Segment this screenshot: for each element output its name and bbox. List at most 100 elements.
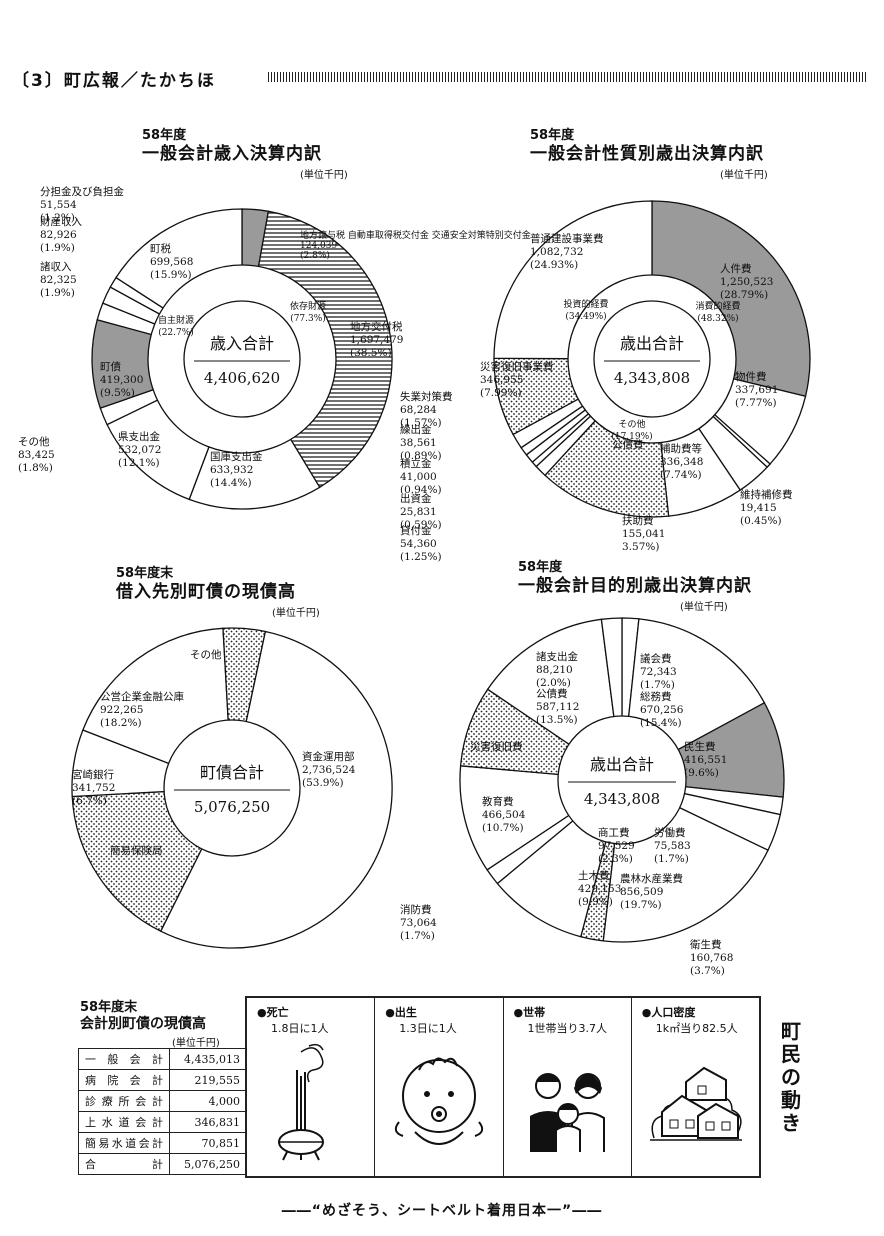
pie0-group-label-0: 依存財源 xyxy=(290,300,326,312)
table-row-value: 346,831 xyxy=(169,1111,247,1133)
table-row-name: 合計 xyxy=(78,1153,170,1175)
pie1-slice-0-label-0: 人件費 xyxy=(720,262,752,275)
pie3-slice-9-label-2: (10.7%) xyxy=(482,822,524,834)
pie1-slice-8-label-0: 積立金 xyxy=(400,457,432,470)
table-row-value: 4,435,013 xyxy=(169,1048,247,1070)
revenue-title: 一般会計歳入決算内訳 xyxy=(142,144,322,165)
pie3-slice-3-label-0: 労働費 xyxy=(654,826,686,839)
pie3-slice-4-label-0: 衛生費 xyxy=(690,938,722,951)
pie3-slice-2-label-2: (9.6%) xyxy=(684,767,719,779)
pie0-slice-3-label-1: 532,072 xyxy=(118,444,161,456)
header-rule xyxy=(268,72,868,82)
baby-icon xyxy=(395,1057,484,1145)
pie1-slice-8-label-1: 41,000 xyxy=(400,471,437,483)
pie1-group-value-0: (48.32%) xyxy=(697,313,738,324)
pie3-slice-4-label-2: (3.7%) xyxy=(690,965,725,977)
pie3-slice-0-label-1: 72,343 xyxy=(640,666,677,678)
pie3-total: 4,343,808 xyxy=(584,790,660,808)
pie3-slice-1-label-0: 総務費 xyxy=(640,690,672,703)
pie2-slice-0-label-0: 資金運用部 xyxy=(302,750,355,763)
pie3-slice-7-label-1: 429,153 xyxy=(578,883,621,895)
stat-birth-category: ●出生 xyxy=(385,1006,417,1019)
revenue-unit: (単位千円) xyxy=(300,170,348,181)
pie1-group-label-0: 消費的経費 xyxy=(695,300,740,312)
pie1-slice-1-label-2: (7.77%) xyxy=(735,397,777,409)
pie1-group-label-2: その他 xyxy=(618,418,645,430)
pie0-group-value-0: (77.3%) xyxy=(290,313,326,324)
pie1-slice-7-label-2: (0.59%) xyxy=(400,519,442,531)
pie1-group-value-2: (17.19%) xyxy=(611,431,652,442)
pie2-slice-2-label-2: (6.7%) xyxy=(72,795,107,807)
pie0-slice-7-label-2: (1.9%) xyxy=(40,242,75,254)
exp-purpose-title-block: 58年度 一般会計目的別歳出決算内訳 xyxy=(518,560,752,598)
pie1-slice-4-label-0: 補助費等 xyxy=(660,442,702,455)
pie1-slice-11-label-0: 災害復旧事業費 xyxy=(480,360,554,373)
stat-birth: ●出生 1.3日に1人 xyxy=(375,998,504,1176)
pie2-slice-2-label-0: 宮崎銀行 xyxy=(72,768,114,781)
pie2-slice-0-label-1: 2,736,524 xyxy=(302,764,356,776)
pie1-slice-3-label-1: 155,041 xyxy=(622,528,665,540)
pie1-slice-0-label-1: 1,250,523 xyxy=(720,276,773,288)
houses-icon xyxy=(649,1066,742,1141)
pie0-slice-0-label-1: 124,039 xyxy=(300,241,337,251)
pie1-slice-4-label-2: (7.74%) xyxy=(660,469,702,481)
pie2-slice-3-label-0: 公営企業金融公庫 xyxy=(100,690,184,703)
stat-household: ●世帯 1世帯当り3.7人 xyxy=(504,998,632,1176)
pie3-slice-0-label-2: (1.7%) xyxy=(640,679,675,691)
pie0-center xyxy=(183,300,301,418)
stat-household-category: ●世帯 xyxy=(513,1006,546,1019)
debt-table-unit: (単位千円) xyxy=(172,1038,220,1049)
pie1-slice-3-label-0: 扶助費 xyxy=(622,514,654,527)
pie1-slice-0-label-2: (28.79%) xyxy=(720,289,768,301)
debt-title: 借入先別町債の現債高 xyxy=(116,582,296,603)
pie1-total: 4,343,808 xyxy=(614,369,690,387)
pie0-slice-5-label-1: 419,300 xyxy=(100,374,143,386)
pie1-slice-10-label-1: 68,284 xyxy=(400,404,437,416)
pie0-slice-3-label-0: 県支出金 xyxy=(118,430,160,443)
pie3-slice-9-label-0: 教育費 xyxy=(482,795,514,808)
pie1-slice-5-label-0: 公債費 xyxy=(612,438,644,451)
pie0-slice-4-label-0: その他 xyxy=(18,435,50,448)
stat-death: ●死亡 1.8日に1人 xyxy=(247,998,376,1176)
pie3-slice-0-label-0: 議会費 xyxy=(640,652,672,665)
pie3-slice-2-label-0: 民生費 xyxy=(684,740,716,753)
pie3-slice-11-label-2: (13.5%) xyxy=(536,714,578,726)
pie3-slice-1-label-1: 670,256 xyxy=(640,704,684,716)
pie2-slice-3-label-1: 922,265 xyxy=(100,704,143,716)
pie1-slice-9-label-1: 38,561 xyxy=(400,437,437,449)
exp-nature-title-block: 58年度 一般会計性質別歳出決算内訳 xyxy=(530,128,764,166)
town-heading: 町民の動き xyxy=(781,1019,801,1135)
pie1-slice-4-label-1: 336,348 xyxy=(660,456,703,468)
pie3-slice-7-label-0: 土木費 xyxy=(578,869,610,882)
pie1-slice-11-label-1: 346,955 xyxy=(480,374,523,386)
debt-title-block: 58年度末 借入先別町債の現債高 xyxy=(116,566,296,604)
pie2-slice-0-label-2: (53.9%) xyxy=(302,777,344,789)
table-row-value: 70,851 xyxy=(169,1132,247,1154)
pie1-group-value-1: (34.49%) xyxy=(565,311,606,322)
pie0-slice-2-label-1: 633,932 xyxy=(210,464,253,476)
debt-unit: (単位千円) xyxy=(272,608,320,619)
pie3-slice-8-label-1: 73,064 xyxy=(400,917,437,929)
family-icon xyxy=(529,1073,605,1152)
pie0-slice-1-label-0: 地方交付税 xyxy=(350,320,403,333)
debt-table-title: 会計別町債の現債高 xyxy=(80,1016,206,1033)
pie0-group-value-1: (22.7%) xyxy=(158,327,194,338)
pie1-slice-7-label-0: 出資金 xyxy=(400,492,432,505)
page-header-title: 〔3〕町広報／たかちほ xyxy=(12,71,216,91)
pie1-slice-12-label-1: 1,082,732 xyxy=(530,246,583,258)
stat-density: ●人口密度 1k㎡当り82.5人 xyxy=(632,998,759,1176)
pie0-slice-5-label-0: 町債 xyxy=(100,360,121,373)
pie2-slice-2-label-1: 341,752 xyxy=(72,782,115,794)
pie1-slice-7-label-1: 25,831 xyxy=(400,506,437,518)
pie0-slice-4-label-2: (1.8%) xyxy=(18,462,53,474)
pie3-slice-8-label-2: (1.7%) xyxy=(400,930,435,942)
pie1-group-label-1: 投資的経費 xyxy=(563,298,608,310)
pie2-center-label: 町債合計 xyxy=(200,763,264,782)
pie1-slice-1-label-1: 337,691 xyxy=(735,384,778,396)
pie2-center xyxy=(163,719,301,857)
exp-purpose-unit: (単位千円) xyxy=(680,602,728,613)
